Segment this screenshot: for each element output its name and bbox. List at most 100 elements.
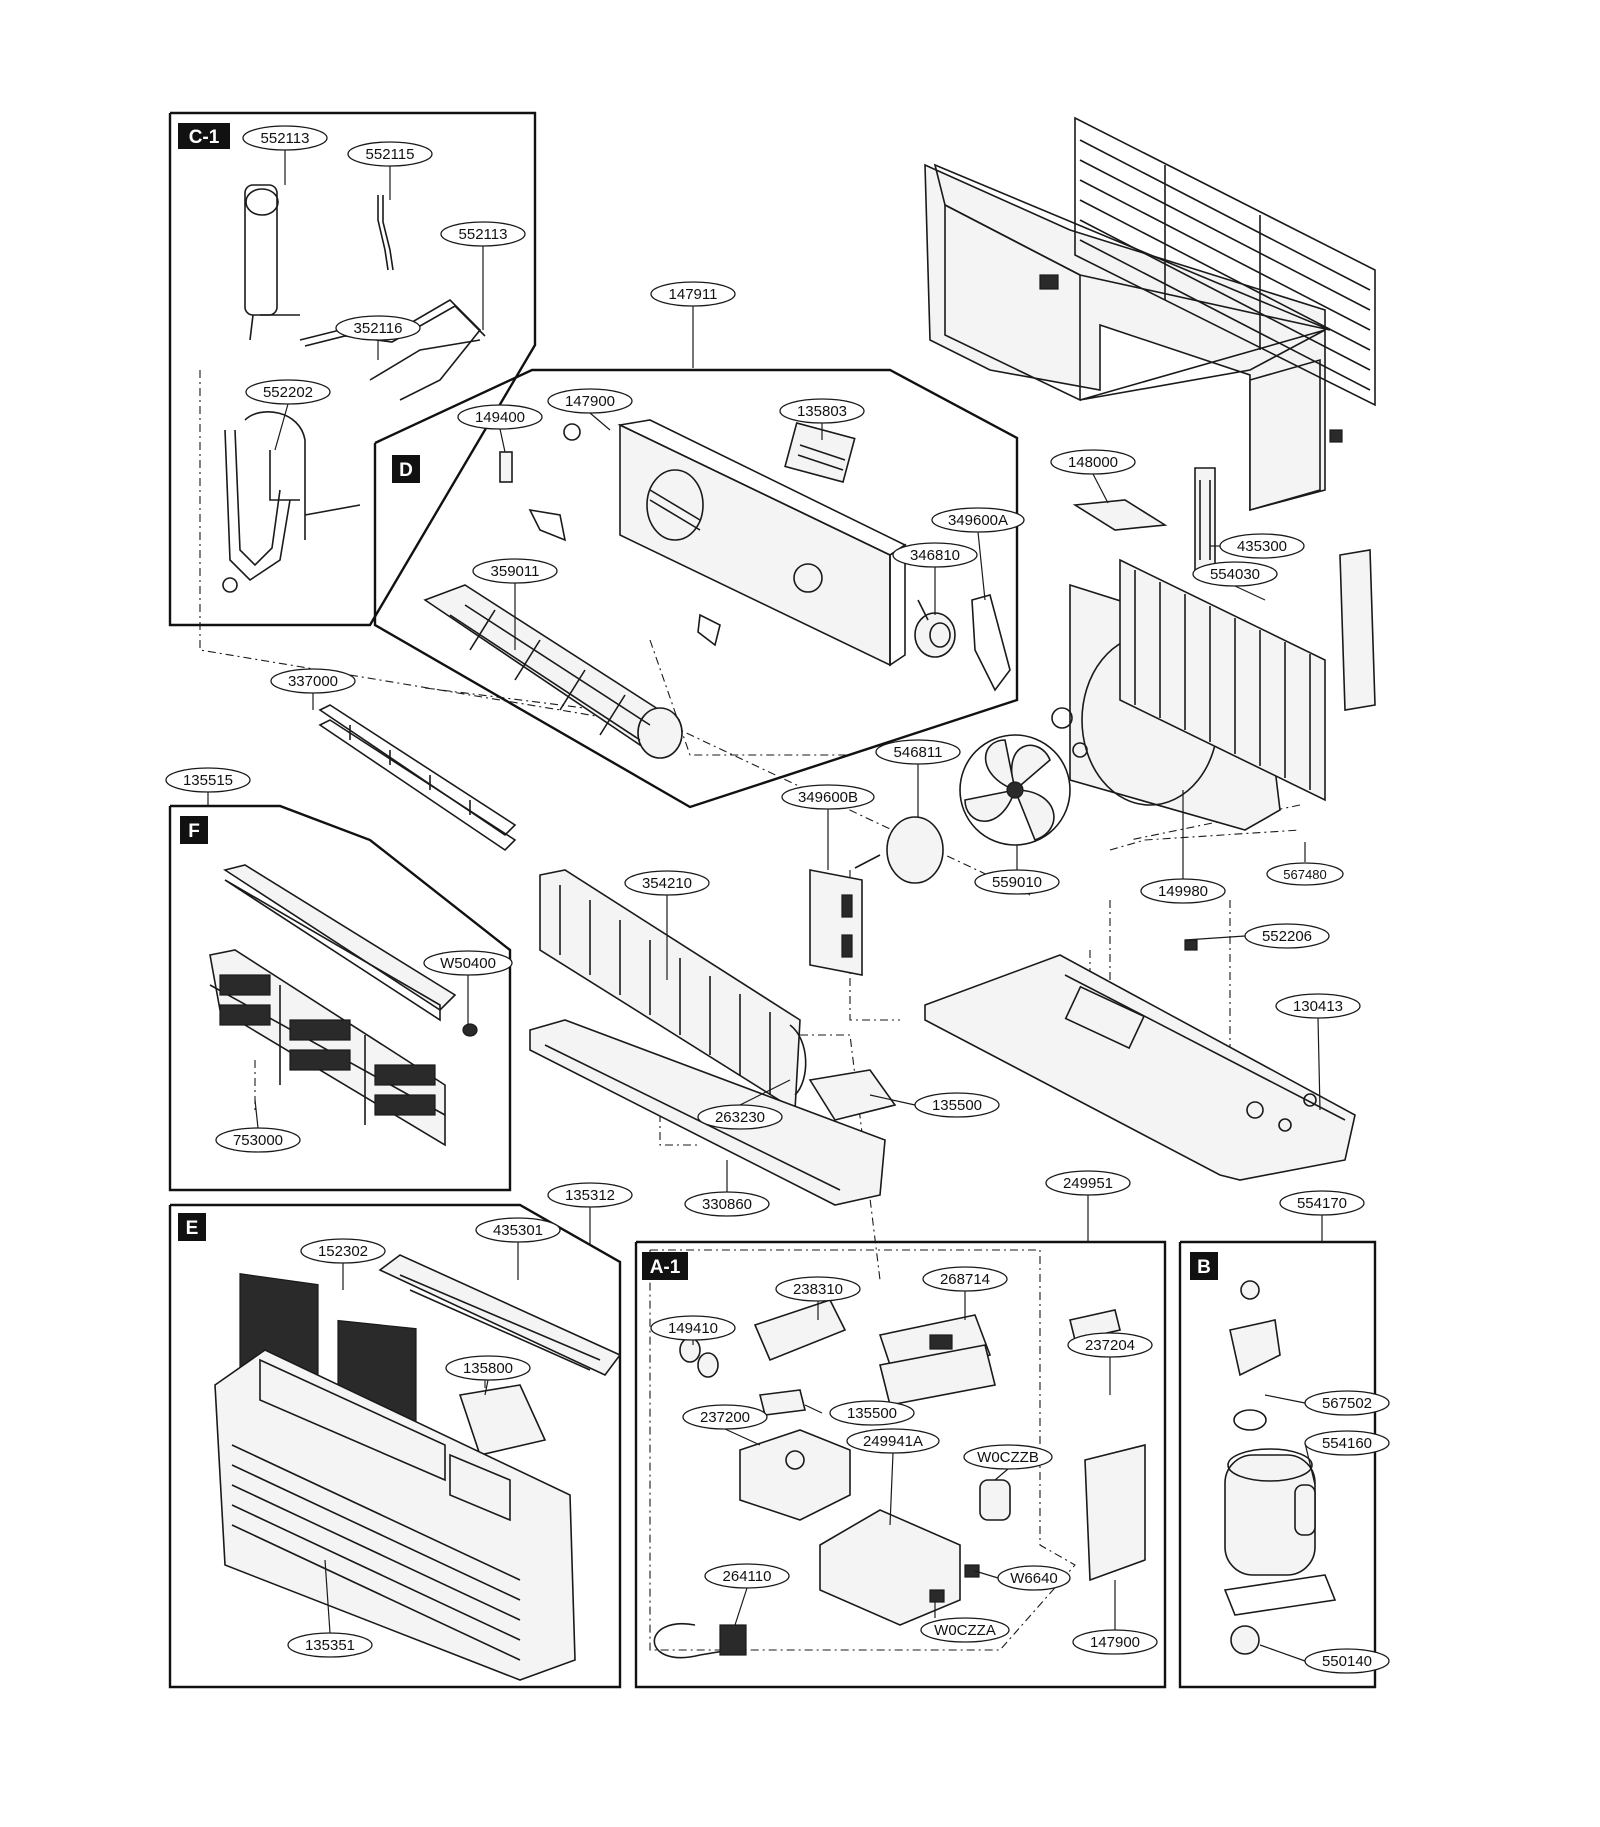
part-number-label: 435300 [1237,538,1287,555]
a1-controls-drawing [653,1299,1146,1659]
part-number-label: 135351 [305,1637,355,1654]
part-number-label: 152302 [318,1243,368,1260]
callout-550140: 550140 [1304,1648,1390,1674]
part-number-label: 264110 [723,1568,772,1585]
callout-w50400: W50400 [423,950,513,976]
section-tag-b: B [1190,1252,1218,1280]
part-number-label: 554160 [1322,1435,1372,1452]
callout-554160: 554160 [1304,1430,1390,1456]
section-tag-f: F [180,816,208,844]
part-number-label: 346810 [910,547,960,564]
part-number-label: 552115 [366,146,415,163]
callout-152302: 152302 [300,1238,386,1264]
part-number-label: 135500 [847,1405,897,1422]
frame-a1-inner [649,1249,1076,1651]
section-label: F [188,821,200,842]
section-label: B [1197,1257,1211,1278]
section-label: A-1 [650,1257,681,1278]
callout-237200: 237200 [682,1404,768,1430]
assembly-lines [199,370,1301,1590]
part-number-label: 567480 [1283,867,1326,882]
part-number-label: 349600B [798,789,858,806]
blower-wheel-drawing [423,584,683,759]
callout-130413: 130413 [1275,993,1361,1019]
callout-263230: 263230 [697,1104,783,1130]
part-number-label: 147900 [1090,1634,1140,1651]
callout-135800: 135800 [445,1355,531,1381]
part-number-label: 149410 [668,1320,718,1337]
d-blower-housing-drawing [499,419,907,667]
part-number-label: 359011 [491,563,540,580]
part-number-label: 330860 [702,1196,752,1213]
part-number-label: 567502 [1322,1395,1372,1412]
part-number-label: 352116 [354,320,403,337]
callout-149400: 149400 [457,404,543,430]
callout-147900-a: 147900 [547,388,633,414]
frame-f [168,804,512,1192]
part-number-label: 238310 [793,1281,843,1298]
part-number-label: 147911 [669,286,718,303]
part-number-label: 552202 [263,384,313,401]
base-pan-drawing [924,939,1356,1181]
callout-147900-b: 147900 [1072,1629,1158,1655]
part-number-label: 546811 [894,744,943,761]
callout-264110: 264110 [704,1563,790,1589]
callout-753000: 753000 [215,1127,301,1153]
callout-337000: 337000 [270,668,356,694]
evaporator-coil-drawing [539,869,807,1112]
condenser-shroud-drawing [1051,549,1376,831]
part-number-label: 554030 [1210,566,1260,583]
callout-149410: 149410 [650,1315,736,1341]
callout-labels: 552113 552115 552113 352116 552202 14791… [165,125,1390,1674]
b-compressor-drawing [1223,1280,1337,1655]
part-number-label: 552113 [261,130,310,147]
callout-554170: 554170 [1279,1190,1365,1216]
callout-135500-b: 135500 [829,1400,915,1426]
part-number-label: 237204 [1085,1337,1135,1354]
section-tag-e: E [178,1213,206,1241]
part-number-label: 135803 [797,403,847,420]
wall-sleeve-cabinet-drawing [924,116,1376,512]
section-label: C-1 [189,127,220,148]
callout-567480: 567480 [1266,862,1344,886]
callout-349600b: 349600B [781,784,875,810]
frame-a1 [634,1240,1167,1689]
callout-552202: 552202 [245,379,331,405]
callout-135515: 135515 [165,767,251,793]
callout-552113-b: 552113 [440,221,526,247]
callout-135803: 135803 [779,398,865,424]
part-number-label: 135500 [932,1097,982,1114]
callout-w0czza: W0CZZA [920,1617,1010,1643]
callout-567502: 567502 [1304,1390,1390,1416]
callout-435301: 435301 [475,1217,561,1243]
callout-554030: 554030 [1192,561,1278,587]
frame-b [1178,1240,1377,1689]
callout-w0czzb: W0CZZB [963,1444,1053,1470]
part-number-label: 148000 [1068,454,1118,471]
parts-drawings [209,116,1376,1681]
callout-346810: 346810 [892,542,978,568]
callout-148000: 148000 [1050,449,1136,475]
part-number-label: 135515 [183,772,233,789]
section-label: E [186,1218,199,1239]
callout-354210: 354210 [624,870,710,896]
rear-grille-drawing [1074,116,1376,407]
callout-559010: 559010 [974,869,1060,895]
part-number-label: 135312 [565,1187,615,1204]
callout-349600a: 349600A [931,507,1025,533]
e-front-panel-drawing [214,1254,622,1681]
part-number-label: 552113 [459,226,508,243]
fan-motor-drawing [809,734,1071,976]
callout-552113-a: 552113 [242,125,328,151]
section-frames [168,111,1377,1689]
frame-e [168,1203,622,1689]
section-label: D [399,460,413,481]
part-number-label: 554170 [1297,1195,1347,1212]
part-number-label: W0CZZB [977,1449,1039,1466]
part-number-label: W50400 [440,955,496,972]
part-number-label: 130413 [1293,998,1343,1015]
part-number-label: W0CZZA [934,1622,996,1639]
callout-268714: 268714 [922,1266,1008,1292]
callout-135351: 135351 [287,1632,373,1658]
callout-237204: 237204 [1067,1332,1153,1358]
